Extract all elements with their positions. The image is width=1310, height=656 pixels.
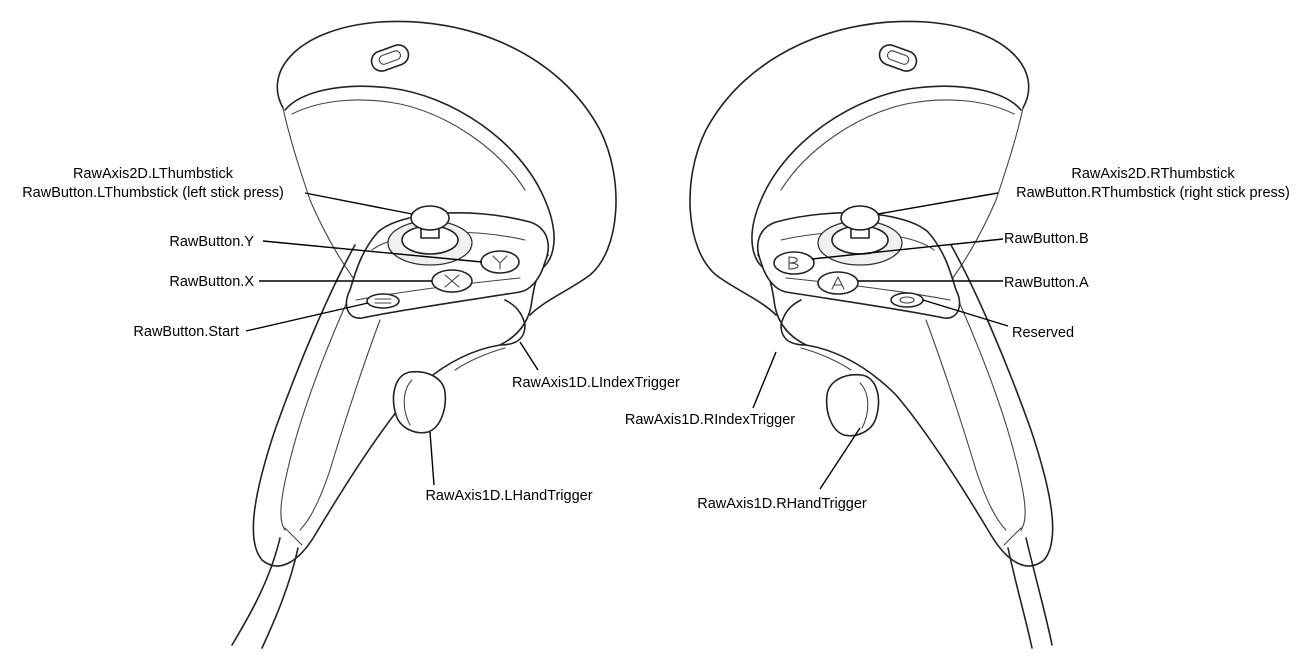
a-button[interactable] bbox=[817, 271, 859, 295]
reserved-button[interactable] bbox=[890, 292, 924, 308]
label-r-thumb-axis: RawAxis2D.RThumbstick bbox=[1071, 166, 1235, 182]
label-reserved: Reserved bbox=[1012, 325, 1074, 341]
leader-r-hand bbox=[819, 427, 861, 490]
right-thumbstick[interactable] bbox=[840, 205, 880, 231]
label-r-index-trigger: RawAxis1D.RIndexTrigger bbox=[625, 412, 795, 428]
right-tracking-ring-inner bbox=[751, 85, 1022, 271]
start-button[interactable] bbox=[366, 293, 400, 309]
label-button-start: RawButton.Start bbox=[133, 324, 239, 340]
label-button-a: RawButton.A bbox=[1004, 275, 1089, 291]
label-button-x: RawButton.X bbox=[169, 274, 254, 290]
leader-l-hand bbox=[429, 431, 435, 486]
leader-r-index bbox=[752, 351, 777, 409]
left-cable bbox=[231, 537, 281, 646]
left-thumbstick[interactable] bbox=[410, 205, 450, 231]
right-hand-trigger[interactable] bbox=[825, 373, 880, 437]
leader-b bbox=[811, 238, 1004, 260]
label-l-hand-trigger: RawAxis1D.LHandTrigger bbox=[425, 488, 592, 504]
left-controller bbox=[231, 20, 617, 649]
left-ring-slot bbox=[370, 44, 410, 72]
label-button-b: RawButton.B bbox=[1004, 231, 1089, 247]
right-controller bbox=[689, 20, 1054, 649]
leader-lines bbox=[245, 192, 1009, 490]
leader-l-index bbox=[519, 341, 539, 371]
right-index-trigger[interactable] bbox=[780, 299, 807, 346]
label-r-thumb-button: RawButton.RThumbstick (right stick press… bbox=[1016, 185, 1290, 201]
leader-reserved bbox=[922, 299, 1009, 327]
label-r-hand-trigger: RawAxis1D.RHandTrigger bbox=[697, 496, 867, 512]
right-ring-slot bbox=[878, 44, 918, 72]
left-hand-trigger[interactable] bbox=[392, 370, 447, 434]
leader-l-thumbstick bbox=[304, 192, 413, 215]
label-l-thumb-button: RawButton.LThumbstick (left stick press) bbox=[22, 185, 284, 201]
right-controller-body bbox=[757, 244, 1054, 567]
left-tracking-ring-inner bbox=[284, 85, 555, 271]
leader-r-thumbstick bbox=[877, 192, 999, 215]
left-index-trigger[interactable] bbox=[499, 299, 526, 346]
labels: RawAxis2D.LThumbstick RawButton.LThumbst… bbox=[22, 166, 1290, 512]
y-button[interactable] bbox=[480, 250, 520, 274]
right-cable bbox=[1025, 537, 1053, 646]
left-controller-body bbox=[252, 244, 549, 567]
label-button-y: RawButton.Y bbox=[169, 234, 254, 250]
label-l-index-trigger: RawAxis1D.LIndexTrigger bbox=[512, 375, 680, 391]
label-l-thumb-axis: RawAxis2D.LThumbstick bbox=[73, 166, 234, 182]
right-tracking-ring bbox=[689, 20, 1030, 316]
left-tracking-ring bbox=[276, 20, 617, 316]
leader-y bbox=[262, 240, 483, 263]
leader-start bbox=[245, 302, 369, 332]
